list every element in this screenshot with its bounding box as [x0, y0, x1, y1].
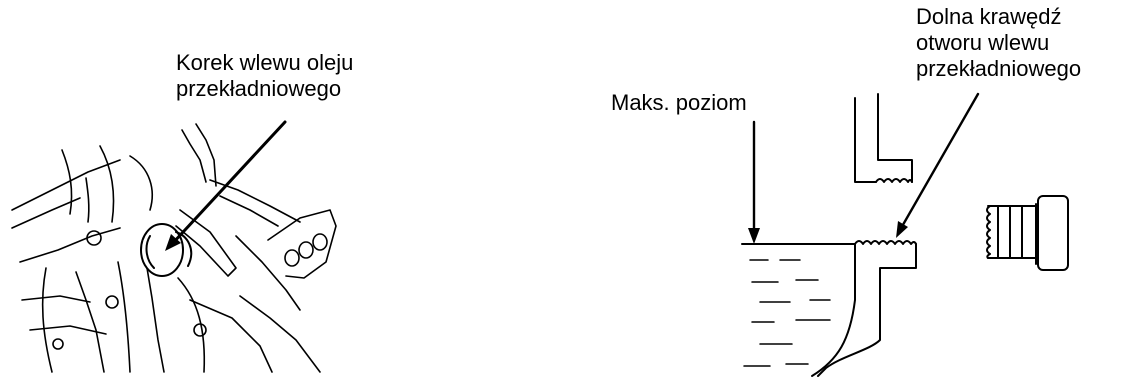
oil-filler-cap-label: Korek wlewu oleju przekładniowego [176, 50, 353, 102]
gearbox-illustration [11, 123, 337, 373]
filler-edge-arrowhead [896, 221, 908, 238]
oil-level-hatching [743, 259, 831, 367]
oil-filler-cap-label-line-1: Korek wlewu oleju [176, 50, 354, 75]
oil-filler-cap-label-line-2: przekładniowego [176, 76, 342, 101]
max-level-arrowhead [748, 228, 760, 244]
filler-plug-icon [986, 195, 1069, 271]
filler-cap-arrowhead [165, 234, 181, 251]
filler-hole-edge-label-line-1: Dolna krawędź [916, 4, 1062, 29]
filler-hole-edge-label-line-2: otworu wlewu [916, 30, 1050, 55]
filler-edge-pointer-arrow [898, 92, 980, 232]
filler-cap-pointer-arrow [170, 120, 287, 246]
max-level-label: Maks. poziom [611, 90, 747, 115]
filler-hole-edge-label-line-3: przekładniowego [916, 56, 1082, 81]
filler-hole-edge-label: Dolna krawędź otworu wlewu przekładniowe… [916, 4, 1081, 82]
cross-section-illustration [741, 93, 917, 377]
